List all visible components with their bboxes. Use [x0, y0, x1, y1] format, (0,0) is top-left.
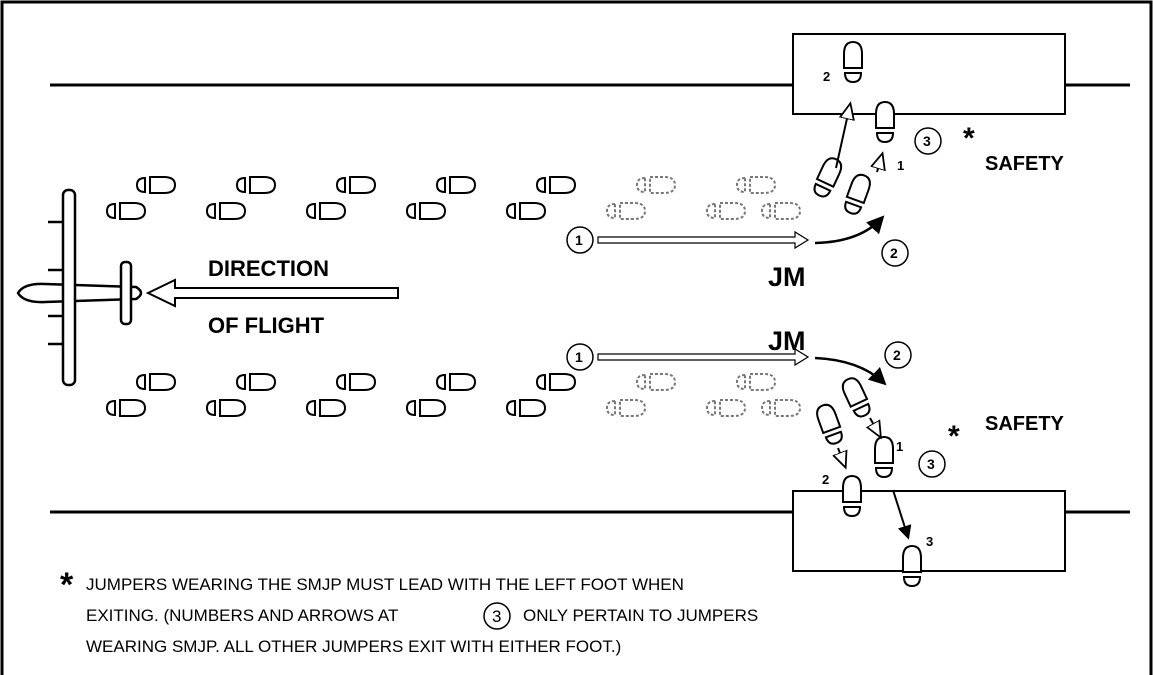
marker-1-bottom-label: 1	[575, 349, 583, 365]
footprint-icon	[205, 202, 247, 220]
asterisk-top: *	[963, 122, 975, 155]
step-arrow-top-2	[835, 105, 850, 169]
footprint-icon	[760, 399, 802, 417]
footprint-icon	[535, 176, 577, 194]
step-num-top-1: 1	[897, 158, 904, 173]
footprint-icon	[205, 399, 247, 417]
footprint-icon	[405, 399, 447, 417]
footprint-icon	[875, 100, 895, 144]
path-arrow-top-2	[814, 215, 885, 245]
marker-1-top-label: 1	[575, 232, 583, 248]
footprint-icon	[335, 373, 377, 391]
footprint-icon	[816, 403, 843, 445]
marker-3-top-label: 3	[923, 133, 931, 149]
footprint-icon	[235, 176, 277, 194]
asterisk-bottom: *	[948, 420, 960, 453]
footprint-icon	[435, 373, 477, 391]
marker-3-top	[914, 127, 942, 155]
marker-2-bottom-label: 2	[893, 347, 901, 363]
footprint-icon	[813, 157, 843, 198]
footprint-icon	[405, 202, 447, 220]
footprint-icon	[635, 373, 677, 391]
footnote-line2b: ONLY PERTAIN TO JUMPERS	[523, 606, 758, 625]
step-arrow-bottom-1	[870, 417, 880, 436]
footprint-icon	[735, 176, 777, 194]
footnote-circle-3	[483, 602, 511, 630]
footprint-icon	[105, 399, 147, 417]
aircraft-icon	[16, 188, 143, 387]
footprint-rows	[105, 40, 922, 588]
marker-3-bottom	[918, 450, 946, 478]
door-bottom	[792, 490, 1066, 572]
step-num-top-2: 2	[823, 69, 830, 84]
step-num-bottom-2: 2	[822, 472, 829, 487]
safety-label-bottom: SAFETY	[985, 413, 1065, 435]
safety-label-top: SAFETY	[985, 153, 1065, 175]
marker-1-bottom	[566, 343, 594, 371]
footprint-icon	[874, 435, 894, 479]
footnote-line3: WEARING SMJP. ALL OTHER JUMPERS EXIT WIT…	[86, 637, 621, 656]
path-arrow-top-1	[597, 230, 810, 250]
marker-3-bottom-label: 3	[927, 456, 935, 472]
marker-2-bottom	[884, 341, 912, 369]
footprint-icon	[844, 173, 871, 215]
footnote-line1: JUMPERS WEARING THE SMJP MUST LEAD WITH …	[86, 575, 684, 594]
footprint-icon	[505, 399, 547, 417]
direction-label-line2: OF FLIGHT	[208, 313, 325, 338]
footprint-icon	[135, 176, 177, 194]
footprint-icon	[535, 373, 577, 391]
step-num-bottom-3: 3	[926, 534, 933, 549]
jm-label-top: JM	[768, 262, 806, 292]
step-arrow-bottom-2	[838, 447, 845, 466]
footprint-icon	[335, 176, 377, 194]
footprint-icon	[705, 202, 747, 220]
door-top	[792, 33, 1066, 115]
footnote-circle-3-label: 3	[492, 607, 501, 626]
footprint-icon	[305, 202, 347, 220]
footprint-icon	[305, 399, 347, 417]
footprint-icon	[635, 176, 677, 194]
footprint-icon	[235, 373, 277, 391]
footprint-icon	[605, 399, 647, 417]
marker-2-top	[881, 239, 909, 267]
marker-2-top-label: 2	[890, 245, 898, 261]
footnote-line2a: EXITING. (NUMBERS AND ARROWS AT	[86, 606, 398, 625]
footprint-icon	[735, 373, 777, 391]
step-num-bottom-1: 1	[896, 439, 903, 454]
footprint-icon	[843, 40, 863, 84]
step-arrow-top-1	[877, 155, 882, 173]
footprint-icon	[435, 176, 477, 194]
footnote-asterisk: *	[60, 566, 74, 604]
step-arrow-bottom-3	[892, 489, 912, 540]
arrow-left-icon	[145, 278, 399, 308]
path-arrow-bottom-1	[597, 347, 810, 367]
footprint-icon	[842, 474, 862, 518]
footprint-icon	[105, 202, 147, 220]
footprint-icon	[841, 377, 871, 418]
direction-label-line1: DIRECTION	[208, 256, 329, 281]
footprint-icon	[760, 202, 802, 220]
footprint-icon	[902, 544, 922, 588]
footprint-icon	[505, 202, 547, 220]
path-arrow-bottom-2	[814, 356, 887, 386]
footprint-icon	[705, 399, 747, 417]
footprint-icon	[135, 373, 177, 391]
marker-1-top	[566, 226, 594, 254]
footprint-icon	[605, 202, 647, 220]
